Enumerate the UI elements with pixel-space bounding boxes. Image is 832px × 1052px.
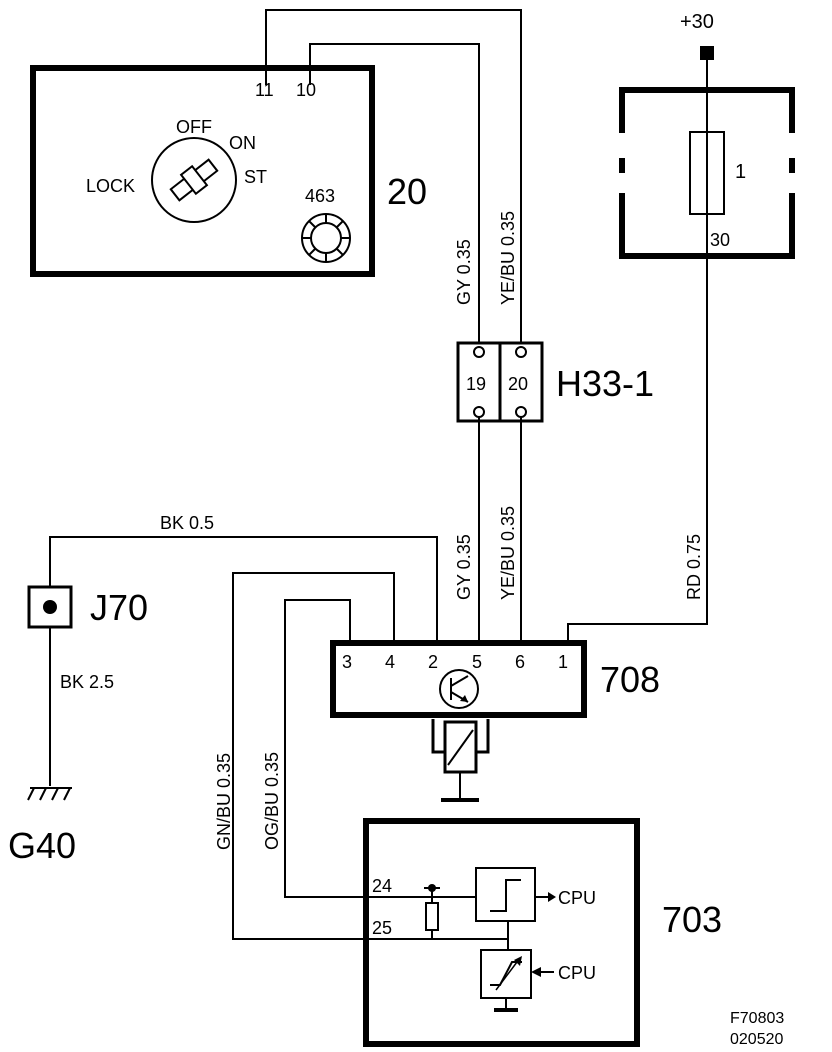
fuse-pin-30: 30 <box>710 230 730 250</box>
module-708-pin-5: 5 <box>472 652 482 672</box>
wire-label-switch-yebu: YE/BU 0.35 <box>498 211 518 305</box>
connector-to-708-wiring: GY 0.35 YE/BU 0.35 <box>454 417 522 643</box>
wire-label-lower-gy: GY 0.35 <box>454 534 474 600</box>
supply-terminal <box>700 46 714 60</box>
ignition-pos-st: ST <box>244 167 267 187</box>
connector-pin-19: 19 <box>466 374 486 394</box>
switch-wiring: GY 0.35 YE/BU 0.35 <box>265 9 522 348</box>
key-icon <box>169 158 219 202</box>
module-703: 24 25 CPU CPU 7 <box>363 818 722 1047</box>
connector-h33-1: 19 20 H33-1 <box>456 341 654 423</box>
wire-label-ogbu: OG/BU 0.35 <box>262 752 282 850</box>
chassis-ground-icon <box>27 787 72 801</box>
supply-label: +30 <box>680 11 714 33</box>
sub-part-label: 463 <box>305 186 335 206</box>
module-708-pin-1: 1 <box>558 652 568 672</box>
module-703-pin-24: 24 <box>372 876 392 896</box>
ground-point-id: J70 <box>90 587 148 628</box>
wire-label-bk-top: BK 0.5 <box>160 513 214 533</box>
ignition-pin-11: 11 <box>255 80 274 100</box>
module-708-pin-4: 4 <box>385 652 395 672</box>
ignition-pos-on: ON <box>229 133 256 153</box>
connector-id: H33-1 <box>556 363 654 404</box>
ignition-switch-id: 20 <box>387 171 427 212</box>
wire-label-gnbu: GN/BU 0.35 <box>214 753 234 850</box>
cpu-label-1: CPU <box>558 888 596 908</box>
figure-code: F70803 <box>730 1010 784 1027</box>
module-708-pin-2: 2 <box>428 652 438 672</box>
module-708-id: 708 <box>600 659 660 700</box>
ground-wiring: BK 0.5 J70 BK 2.5 G40 <box>8 513 438 866</box>
ignition-pin-10: 10 <box>296 80 316 100</box>
output-driver-icon <box>480 949 554 1012</box>
wire-label-switch-gy: GY 0.35 <box>454 239 474 305</box>
module-703-wiring: GN/BU 0.35 OG/BU 0.35 <box>214 572 395 940</box>
module-708-pin-3: 3 <box>342 652 352 672</box>
schmitt-trigger-icon <box>475 867 556 922</box>
ignition-pos-off: OFF <box>176 117 212 137</box>
connector-pin-20: 20 <box>508 374 528 394</box>
transistor-icon <box>439 669 479 709</box>
rd-wiring: RD 0.75 <box>567 214 708 643</box>
pullup-resistor-icon <box>424 884 440 939</box>
module-703-id: 703 <box>662 899 722 940</box>
module-708-pin-6: 6 <box>515 652 525 672</box>
illumination-ring-icon <box>301 213 351 263</box>
module-708: 3 4 2 5 6 1 708 <box>330 640 660 802</box>
wire-label-bk-ground: BK 2.5 <box>60 672 114 692</box>
wire-label-rd: RD 0.75 <box>684 534 704 600</box>
date-code: 020520 <box>730 1031 783 1048</box>
ground-id: G40 <box>8 825 76 866</box>
cpu-label-2: CPU <box>558 963 596 983</box>
ignition-switch: 11 10 OFF ON LOCK ST 463 20 <box>30 65 427 277</box>
module-703-pin-25: 25 <box>372 918 392 938</box>
coil-icon <box>431 719 490 802</box>
fuse-number: 1 <box>735 161 746 183</box>
wire-label-lower-yebu: YE/BU 0.35 <box>498 506 518 600</box>
ignition-pos-lock: LOCK <box>86 176 135 196</box>
